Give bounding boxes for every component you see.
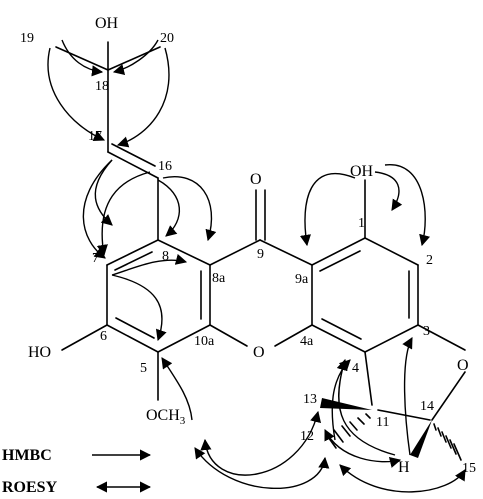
wedge-bond-14-H [410, 420, 432, 458]
legend: HMBC ROESY [2, 447, 152, 496]
hydrogen-11: H [398, 459, 410, 476]
atom-label-5: 5 [140, 361, 147, 376]
atom-label-9: 9 [257, 247, 264, 262]
atom-label-20: 20 [160, 31, 174, 46]
hashed-bond-11-14 [377, 409, 431, 421]
atom-label-8: 8 [162, 249, 169, 264]
atom-label-7: 7 [92, 251, 99, 266]
atom-label-10a: 10a [194, 334, 215, 349]
bond-skeleton [55, 41, 466, 461]
wedge-bond-11-13 [320, 398, 372, 410]
atom-label-19: 19 [20, 31, 34, 46]
hashed-bond-14-15 [433, 423, 462, 461]
furan-oxygen: O [457, 357, 469, 374]
oh-group-18: OH [95, 15, 119, 32]
roesy-correlations [194, 410, 466, 493]
atom-label-13: 13 [303, 392, 317, 407]
atom-label-9a: 9a [295, 272, 309, 287]
atom-label-12: 12 [300, 429, 314, 444]
atom-label-6: 6 [100, 329, 107, 344]
atom-label-18: 18 [95, 79, 109, 94]
atom-label-15: 15 [462, 461, 476, 476]
group-labels: OH OH HO O O O H OCH3 [28, 15, 469, 476]
methoxy-group: OCH3 [146, 407, 186, 427]
oh-group-1: OH [350, 163, 374, 180]
legend-hmbc-label: HMBC [2, 447, 52, 464]
legend-roesy-label: ROESY [2, 479, 58, 496]
atom-labels: 18 19 20 17 16 8 7 6 5 8a 9 9a 10a 4a 1 … [20, 31, 476, 476]
hmbc-correlations [47, 39, 431, 456]
atom-label-14: 14 [420, 399, 434, 414]
atom-label-17: 17 [88, 129, 102, 144]
atom-label-4a: 4a [300, 334, 314, 349]
atom-label-1: 1 [358, 216, 365, 231]
ho-group-6: HO [28, 344, 51, 361]
atom-label-11: 11 [376, 415, 389, 430]
carbonyl-oxygen: O [250, 171, 262, 188]
atom-label-16: 16 [158, 159, 172, 174]
ring-oxygen: O [253, 344, 265, 361]
atom-label-3: 3 [423, 324, 430, 339]
atom-label-2: 2 [426, 253, 433, 268]
atom-label-8a: 8a [212, 271, 226, 286]
atom-label-4: 4 [352, 361, 359, 376]
